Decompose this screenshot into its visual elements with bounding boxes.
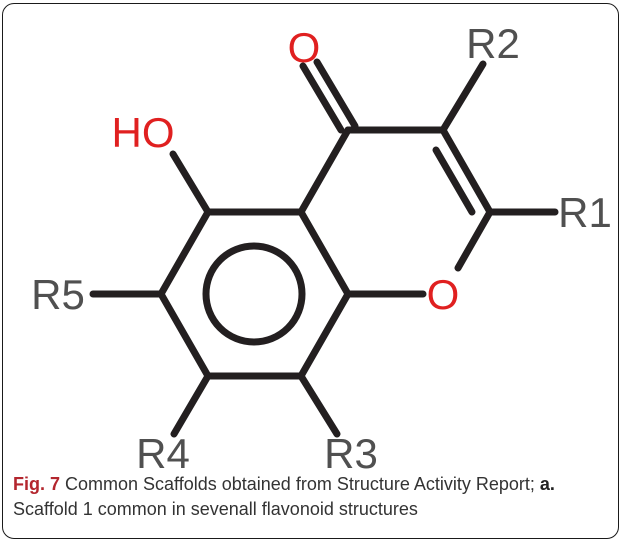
r1-label: R1 xyxy=(558,189,612,236)
bond xyxy=(439,60,487,134)
r3-label: R3 xyxy=(324,430,378,477)
figure-number: Fig. 7 xyxy=(13,474,61,494)
hydroxyl-label: HO xyxy=(112,109,175,156)
figure-caption: Fig. 7 Common Scaffolds obtained from St… xyxy=(13,472,613,522)
caption-text: Common Scaffolds obtained from Structure… xyxy=(60,474,540,494)
bond xyxy=(169,150,212,216)
bond xyxy=(170,372,212,438)
r2-label: R2 xyxy=(466,20,520,67)
bond xyxy=(297,208,352,298)
bond xyxy=(454,208,494,272)
double-bond-inner xyxy=(432,146,476,216)
r5-label: R5 xyxy=(31,271,85,318)
flavonoid-scaffold-diagram: O HO O R1 R2 R3 R4 R5 xyxy=(31,20,612,477)
bond xyxy=(439,126,494,216)
bond xyxy=(297,290,352,380)
bond xyxy=(157,290,212,380)
carbonyl-oxygen-label: O xyxy=(288,24,321,71)
bond xyxy=(157,208,212,298)
caption-panel-text: Scaffold 1 common in sevenall flavonoid … xyxy=(13,499,418,519)
ring-oxygen-label: O xyxy=(427,271,460,318)
panel-label: a. xyxy=(539,474,555,494)
figure-frame: O HO O R1 R2 R3 R4 R5 Fig. 7 Common Scaf… xyxy=(2,3,619,539)
bond xyxy=(297,126,352,216)
r4-label: R4 xyxy=(136,430,190,477)
bond xyxy=(297,372,341,438)
carbonyl-bond xyxy=(313,58,359,130)
carbonyl-bond xyxy=(299,62,345,134)
aromatic-ring-circle xyxy=(202,242,306,346)
